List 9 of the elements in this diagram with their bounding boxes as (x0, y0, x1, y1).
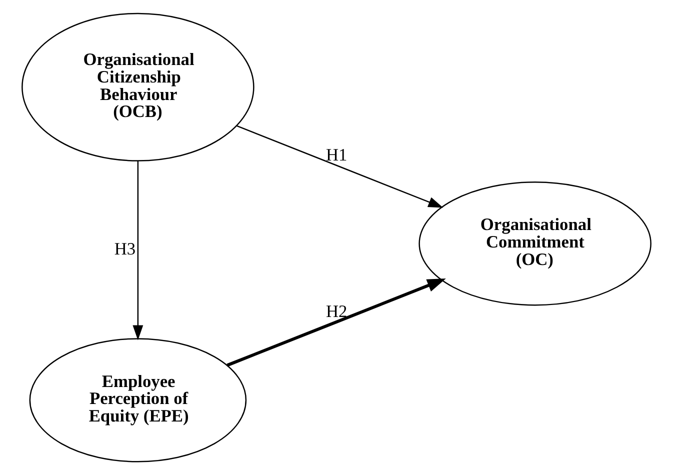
arrow (132, 160, 144, 340)
arrow (236, 125, 444, 208)
edge-label: H3 (114, 239, 136, 258)
edge-label: H1 (326, 146, 348, 165)
node-ellipse: Organisational Citizenship Behaviour (OCB) (22, 12, 254, 162)
edge-label: H2 (326, 302, 348, 322)
node-ellipse: Organisational Commitment (OC) (418, 182, 652, 306)
arrow (226, 278, 446, 367)
node-ellipse: Employee Perception of Equity (EPE) (29, 338, 247, 462)
